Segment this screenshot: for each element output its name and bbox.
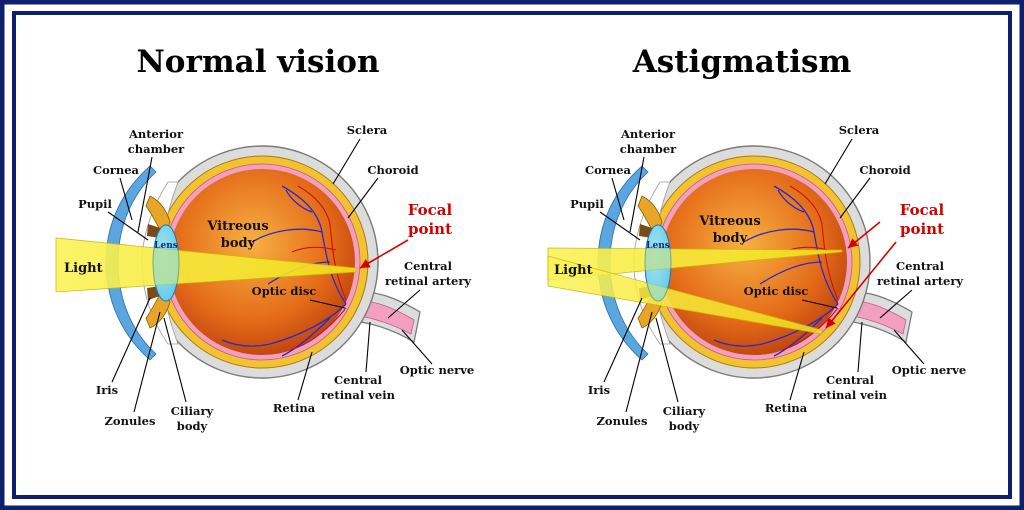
- optic-disc-label: Optic disc: [252, 284, 317, 298]
- sclera-label: Sclera: [347, 123, 388, 137]
- cornea-label: Cornea: [93, 163, 140, 177]
- central-retinal-vein-label-line1: Central: [826, 373, 875, 387]
- central-retinal-artery-label-line1: Central: [896, 259, 945, 273]
- lens-label: Lens: [646, 241, 670, 251]
- retina-label: Retina: [765, 401, 808, 415]
- light-label: Light: [64, 261, 103, 276]
- central-retinal-artery-label-line2: retinal artery: [877, 274, 963, 288]
- optic-disc-label: Optic disc: [744, 284, 809, 298]
- zonules-label: Zonules: [105, 414, 156, 428]
- lens-overlay: [644, 224, 672, 302]
- focal-point-arrow-lower: [825, 241, 897, 329]
- focal-point-label-line1: Focal: [408, 201, 453, 219]
- iris-label: Iris: [588, 383, 610, 397]
- focal-point-label-line2: point: [900, 220, 944, 238]
- ciliary-body-label-line1: Ciliary: [663, 404, 706, 418]
- lens-overlay: [152, 224, 180, 302]
- anterior-chamber-label-line2: chamber: [128, 142, 185, 156]
- vitreous-body-label-line1: Vitreous: [698, 214, 760, 229]
- focal-point-arrow-upper: [847, 221, 881, 249]
- vitreous-body-label-line1: Vitreous: [206, 219, 268, 234]
- light-beam-lower: [547, 255, 823, 335]
- iris-label: Iris: [96, 383, 118, 397]
- pupil-label: Pupil: [78, 197, 112, 211]
- central-retinal-artery-label-line2: retinal artery: [385, 274, 471, 288]
- zonules-label: Zonules: [597, 414, 648, 428]
- light-label: Light: [554, 263, 593, 278]
- ciliary-body-label-line1: Ciliary: [171, 404, 214, 418]
- inner-frame: [12, 11, 1012, 499]
- optic-nerve-label: Optic nerve: [400, 363, 474, 377]
- central-retinal-vein-label-line2: retinal vein: [813, 388, 888, 402]
- central-retinal-vein-label-line1: Central: [334, 373, 383, 387]
- anterior-chamber-label-line1: Anterior: [620, 127, 676, 141]
- vitreous-body-label-line2: body: [221, 236, 256, 251]
- vitreous-body-label-line2: body: [713, 231, 748, 246]
- panel-title: Normal vision: [136, 44, 379, 80]
- pupil-label: Pupil: [570, 197, 604, 211]
- panel-normal-vision: Normal vision Lens Light Vitreous body A…: [55, 44, 474, 433]
- focal-point-label-line2: point: [408, 220, 452, 238]
- optic-nerve-label: Optic nerve: [892, 363, 966, 377]
- focal-point-label-line1: Focal: [900, 201, 945, 219]
- light-beam: [55, 237, 357, 293]
- sclera-label: Sclera: [839, 123, 880, 137]
- focal-point-arrow: [359, 239, 409, 269]
- anterior-chamber-label-line1: Anterior: [128, 127, 184, 141]
- panel-astigmatism: Astigmatism Lens Light Vitreous body Ant…: [547, 44, 966, 433]
- anterior-chamber-label-line2: chamber: [620, 142, 677, 156]
- ciliary-body-label-line2: body: [669, 419, 700, 433]
- ciliary-body-label-line2: body: [177, 419, 208, 433]
- lens-label: Lens: [154, 241, 178, 251]
- central-retinal-artery-label-line1: Central: [404, 259, 453, 273]
- panel-title: Astigmatism: [632, 44, 852, 80]
- cornea-label: Cornea: [585, 163, 632, 177]
- retina-label: Retina: [273, 401, 316, 415]
- choroid-label: Choroid: [367, 163, 418, 177]
- central-retinal-vein-label-line2: retinal vein: [321, 388, 396, 402]
- choroid-label: Choroid: [859, 163, 910, 177]
